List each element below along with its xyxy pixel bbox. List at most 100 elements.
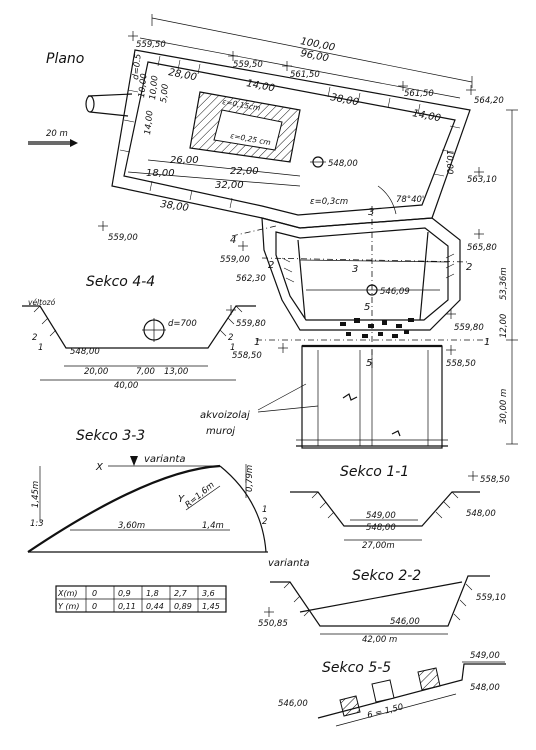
dim-d: d=0.5 — [131, 53, 144, 80]
dim-v14: 14,00 — [143, 110, 155, 135]
sec55-dim: 6 = 1,50 — [366, 702, 404, 721]
sec11-elev-top: 558,50 — [480, 475, 510, 485]
outlet-channel — [261, 217, 461, 449]
sec33-radius: R=1,6m — [184, 480, 217, 510]
dim-96: 96,00 — [299, 48, 329, 64]
table-cell: 0,9 — [118, 589, 131, 598]
sec33-w1: 3,60m — [118, 521, 145, 531]
elev-marker: 565,80 — [467, 229, 497, 253]
svg-text:559,00: 559,00 — [220, 255, 250, 265]
cut-2-right: 2 — [466, 262, 472, 273]
svg-text:565,80: 565,80 — [467, 243, 497, 253]
svg-text:563,10: 563,10 — [467, 175, 497, 185]
sec33-title: Sekco 3-3 — [76, 428, 145, 444]
cut-1-left: 1 — [254, 337, 260, 348]
dim-10a: 10,00 — [137, 73, 149, 98]
cut-3-bottom: 3 — [352, 264, 358, 275]
svg-text:559,00: 559,00 — [108, 233, 138, 243]
sec44-top-label: véltozó — [28, 298, 56, 307]
table-cell: Y (m) — [58, 602, 79, 611]
dim-53-36: 53,36m — [499, 267, 509, 300]
table-cell: 3,6 — [202, 589, 215, 598]
akvoizolaj-text: akvoizolaj — [200, 410, 250, 421]
inlet-pipe — [85, 93, 133, 117]
sec33-w2: 1,4m — [202, 521, 224, 531]
cut-3-top: 3 — [368, 207, 374, 218]
elev-marker: 558,50 — [446, 345, 476, 369]
elev-marker: 563,10 — [467, 167, 497, 185]
dim-12: 12,00 — [499, 314, 509, 338]
dim-32: 32,00 — [215, 180, 244, 191]
dim-26: 26,00 — [170, 155, 199, 166]
sec44-elev: 548,00 — [70, 347, 100, 357]
elevation-markers: 559,50 559,50 561,50 561,50 564,20 563,1… — [98, 31, 504, 369]
section-5-5: Sekco 5-5 549,00 548,00 546,00 6 = 1,50 — [278, 651, 506, 727]
svg-text:558,50: 558,50 — [232, 351, 262, 361]
plan-dimensions-right: 53,36m 30,00 m 12,00 — [499, 109, 518, 445]
sec55-elev-right: 548,00 — [470, 683, 500, 693]
sec11-elev-bot: 548,00 — [366, 523, 396, 533]
elev-marker: 559,00 — [98, 221, 138, 243]
sec33-h1: 1,45m — [31, 481, 41, 508]
sec44-slope-2: 2 — [32, 333, 37, 343]
elev-562-30: 562,30 — [236, 274, 266, 284]
plan-view: Plano 20 m 100,00 96,00 28,00 14,00 38,0… — [28, 14, 518, 449]
cut-5-top: 5 — [364, 302, 370, 313]
dim-22: 22,00 — [230, 166, 259, 177]
dim-14b: 14,00 — [411, 108, 441, 124]
elev-marker: 559,50 — [228, 51, 263, 70]
sec33-s3: 2 — [262, 517, 267, 527]
sec22-elev-bot: 546,00 — [390, 617, 420, 627]
sec44-slope-2r: 2 — [228, 333, 233, 343]
dim-14a: 14,00 — [245, 78, 275, 94]
dim-10b: 10,00 — [148, 75, 160, 100]
table-cell: 0 — [92, 589, 97, 598]
muroj-text: muroj — [206, 426, 235, 437]
sec22-title: Sekco 2-2 — [352, 568, 421, 584]
cut-lines: 1 1 2 2 3 3 4 5 5 546,09 — [230, 206, 490, 370]
svg-text:559,80: 559,80 — [236, 319, 266, 329]
elev-marker: 559,80 — [446, 309, 484, 333]
elev-marker: 561,50 — [398, 81, 434, 99]
sec44-dim40: 40,00 — [114, 381, 138, 391]
cut-1-right: 1 — [484, 337, 490, 348]
elev-marker: 559,00 — [220, 241, 250, 265]
table-cell: 0,11 — [118, 602, 136, 611]
dim-38b: 38,00 — [160, 199, 190, 214]
table-cell: 1,8 — [146, 589, 159, 598]
scale-label: 20 m — [46, 129, 68, 139]
sec33-s2: 1 — [262, 505, 267, 515]
sec55-title: Sekco 5-5 — [322, 660, 391, 676]
sec22-elev-right: 559,10 — [476, 593, 506, 603]
sec11-elev-mid: 549,00 — [366, 511, 396, 521]
plan-dimensions-inner: 26,00 22,00 18,00 32,00 38,00 10,00 10,0… — [127, 53, 454, 214]
section-3-3: Sekco 3-3 varianta X Y R=1,6m 1,45m 0,79… — [27, 428, 268, 553]
svg-text:559,50: 559,50 — [136, 40, 166, 50]
section-2-2: varianta Sekco 2-2 550,85 559,10 546,00 … — [258, 558, 506, 645]
elev-546-09: 546,09 — [380, 287, 410, 297]
sec11-elev-right: 548,00 — [466, 509, 496, 519]
table-cell: 1,45 — [202, 602, 220, 611]
svg-text:561,50: 561,50 — [404, 89, 434, 99]
sec44-title: Sekco 4-4 — [86, 274, 155, 290]
sec44-dim20: 20,00 — [84, 367, 108, 377]
dim-38a: 38,00 — [329, 92, 359, 108]
sec44-diameter: d=700 — [168, 319, 197, 329]
elev-marker: 559,80 — [226, 305, 266, 329]
elev-marker: 558,50 — [232, 343, 288, 361]
sec44-dim13: 13,00 — [164, 367, 188, 377]
elev-marker: 559,50 — [128, 31, 166, 50]
sec11-title: Sekco 1-1 — [340, 464, 409, 480]
dim-30: 30,00 m — [499, 389, 509, 424]
table-cell: 0,89 — [174, 602, 192, 611]
dim-28: 28,00 — [167, 67, 197, 83]
elev-marker: 564,20 — [466, 85, 504, 106]
dim-v10: 10,00 — [444, 150, 454, 174]
elev-marker — [264, 607, 274, 617]
table-cell: 0,44 — [146, 602, 164, 611]
plan-dimensions-top: 100,00 96,00 28,00 14,00 38,00 14,00 — [139, 14, 473, 124]
sec33-h2: 0,79m — [245, 465, 255, 492]
section-1-1: Sekco 1-1 558,50 549,00 548,00 548,00 27… — [290, 464, 510, 551]
